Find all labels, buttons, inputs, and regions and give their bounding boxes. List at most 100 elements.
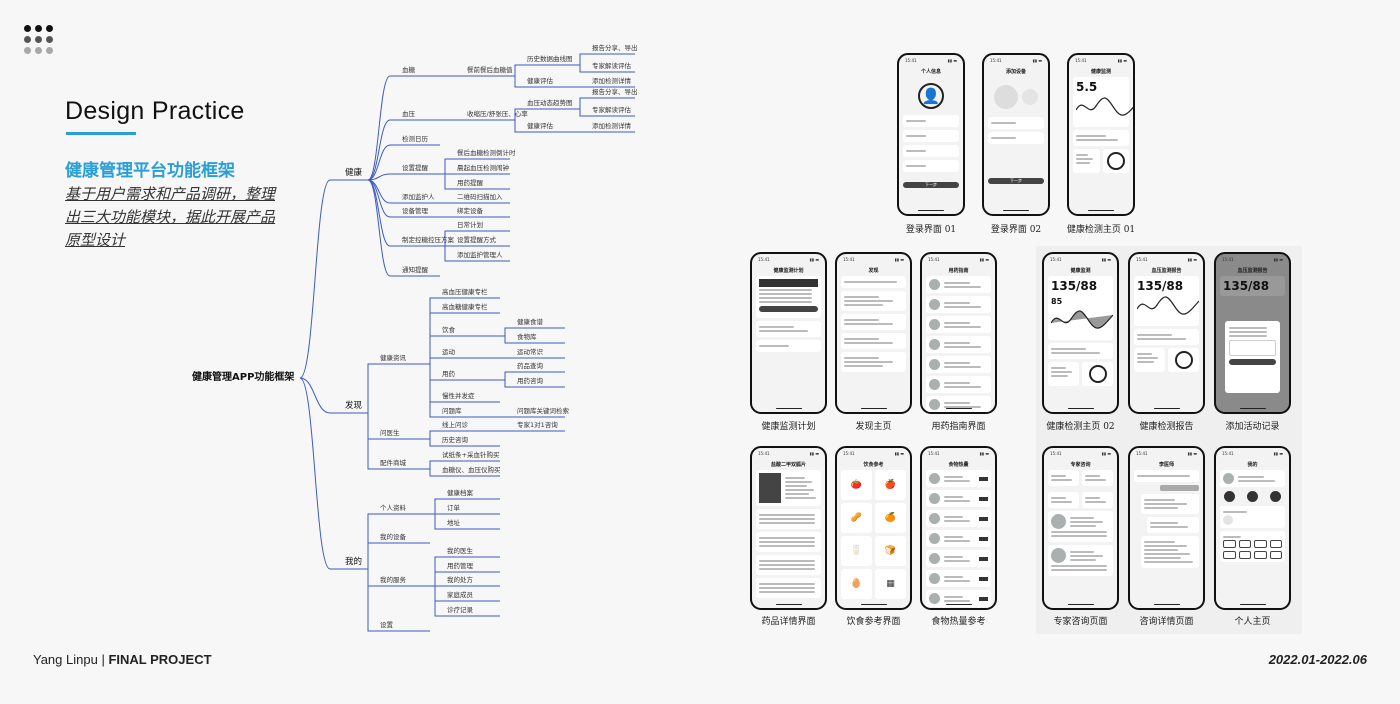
tag-cloud[interactable] [841, 291, 906, 311]
chat-message [1140, 494, 1199, 514]
status-bar: 15:41▮▮ ▬ [837, 448, 910, 456]
service-card[interactable] [1082, 492, 1113, 508]
mindmap-node: 线上问诊 [442, 421, 468, 429]
my-services[interactable] [1220, 531, 1285, 562]
chat-toolbar[interactable] [1134, 470, 1199, 482]
screen-body: 5.5 [1073, 77, 1133, 204]
food-category-tile[interactable]: 🍅 [841, 470, 872, 500]
food-category-tile[interactable]: 🥚 [841, 569, 872, 599]
signal-battery-icon: ▮▮ ▬ [979, 257, 989, 262]
list-item[interactable] [926, 336, 991, 353]
action-card[interactable] [1134, 329, 1199, 345]
list-item[interactable] [926, 276, 991, 293]
list-item[interactable] [926, 356, 991, 373]
service-card[interactable] [1082, 470, 1113, 486]
mindmap-node: 家庭成员 [447, 591, 473, 599]
mindmap-node: 我的处方 [447, 576, 473, 584]
status-bar: 15:41▮▮ ▬ [984, 55, 1048, 63]
list-item[interactable] [926, 296, 991, 313]
service-card[interactable] [1048, 492, 1079, 508]
phone-value: 135/88 [1137, 279, 1184, 293]
add-activity-dialog[interactable] [1225, 321, 1280, 393]
food-category-tile[interactable]: ▦ [875, 569, 906, 599]
dot [35, 36, 42, 43]
doctor-entry[interactable] [841, 314, 906, 330]
date-range: 2022.01-2022.06 [1268, 652, 1367, 667]
food-category-tile[interactable]: 🍊 [875, 503, 906, 533]
list-item[interactable] [926, 470, 991, 487]
description: 基于用户需求和产品调研，整理出三大功能模块，据此开展产品原型设计 [65, 185, 276, 249]
mindmap-connector [429, 469, 500, 477]
quick-actions[interactable] [841, 276, 906, 288]
guardian-row[interactable] [756, 340, 821, 352]
mindmap-node: 我的 [345, 557, 363, 567]
phone-value: 135/88 [1051, 279, 1098, 293]
watch-device-icon[interactable] [1022, 89, 1038, 105]
action-card[interactable] [1073, 130, 1129, 146]
mindmap-connector [504, 371, 565, 380]
project-label: FINAL PROJECT [108, 652, 212, 667]
phone-mockup: 15:41▮▮ ▬ 血压监测报告 135/88 [1214, 252, 1291, 414]
form-field[interactable] [988, 117, 1044, 129]
user-avatar-icon: 👤 [918, 83, 944, 109]
reminder-options[interactable] [756, 321, 821, 337]
list-item[interactable] [926, 396, 991, 412]
action-card[interactable] [1048, 343, 1113, 359]
heart-rate: 85 [1051, 297, 1063, 306]
form-field[interactable] [903, 160, 959, 172]
status-time: 15:41 [1136, 257, 1148, 262]
mindmap-connector [579, 53, 635, 65]
mindmap-node: 健康 [345, 168, 363, 178]
form-field[interactable] [903, 130, 959, 142]
form-field[interactable] [903, 145, 959, 157]
home-indicator [945, 407, 972, 409]
mindmap-node: 血糖 [402, 66, 415, 74]
next-button[interactable]: 下一步 [988, 178, 1044, 184]
next-button[interactable]: 下一步 [903, 182, 959, 188]
mindmap-node: 饮食 [442, 326, 455, 334]
food-category-tile[interactable]: 🍞 [875, 536, 906, 566]
screen-title: 健康监测 [1090, 69, 1111, 75]
list-item[interactable] [926, 316, 991, 333]
user-header[interactable] [1220, 470, 1285, 487]
form-field[interactable] [988, 132, 1044, 144]
list-item[interactable] [926, 510, 991, 527]
food-category-tile[interactable]: 🍎 [875, 470, 906, 500]
status-time: 15:41 [990, 58, 1002, 63]
screen-body: 下一步 [988, 77, 1044, 204]
my-devices[interactable] [1220, 506, 1285, 528]
scale-device-icon[interactable] [994, 85, 1018, 109]
form-field[interactable] [903, 115, 959, 127]
list-item[interactable] [926, 590, 991, 607]
status-bar: 15:41▮▮ ▬ [1044, 448, 1117, 456]
screen-caption: 药品详情界面 [761, 617, 816, 627]
mindmap-connector [429, 439, 500, 447]
screen-body [1048, 470, 1113, 598]
article-card[interactable] [841, 352, 906, 372]
home-indicator [1239, 603, 1266, 605]
home-indicator [775, 603, 802, 605]
mindmap-connector [367, 363, 430, 413]
food-category-tile[interactable]: 🥛 [841, 536, 872, 566]
list-item[interactable] [926, 550, 991, 567]
dot [24, 47, 31, 54]
list-item[interactable] [926, 530, 991, 547]
food-category-tile[interactable]: 🥜 [841, 503, 872, 533]
service-card[interactable] [1048, 470, 1079, 486]
mindmap-connector [429, 460, 500, 469]
mindmap-node: 慢性并发症 [442, 392, 475, 400]
mindmap-connector [429, 430, 505, 439]
doctor-card[interactable] [1048, 511, 1113, 542]
home-indicator [1067, 407, 1094, 409]
mindmap-node: 高血糖健康专栏 [442, 303, 488, 311]
mindmap-connector [444, 174, 510, 190]
trend-chart [1136, 296, 1200, 315]
shop-entry[interactable] [841, 333, 906, 349]
home-indicator [1067, 603, 1094, 605]
doctor-card[interactable] [1048, 545, 1113, 576]
mindmap-node: 问题库关键词检索 [517, 407, 569, 415]
home-indicator [918, 209, 944, 211]
list-item[interactable] [926, 376, 991, 393]
list-item[interactable] [926, 570, 991, 587]
list-item[interactable] [926, 490, 991, 507]
